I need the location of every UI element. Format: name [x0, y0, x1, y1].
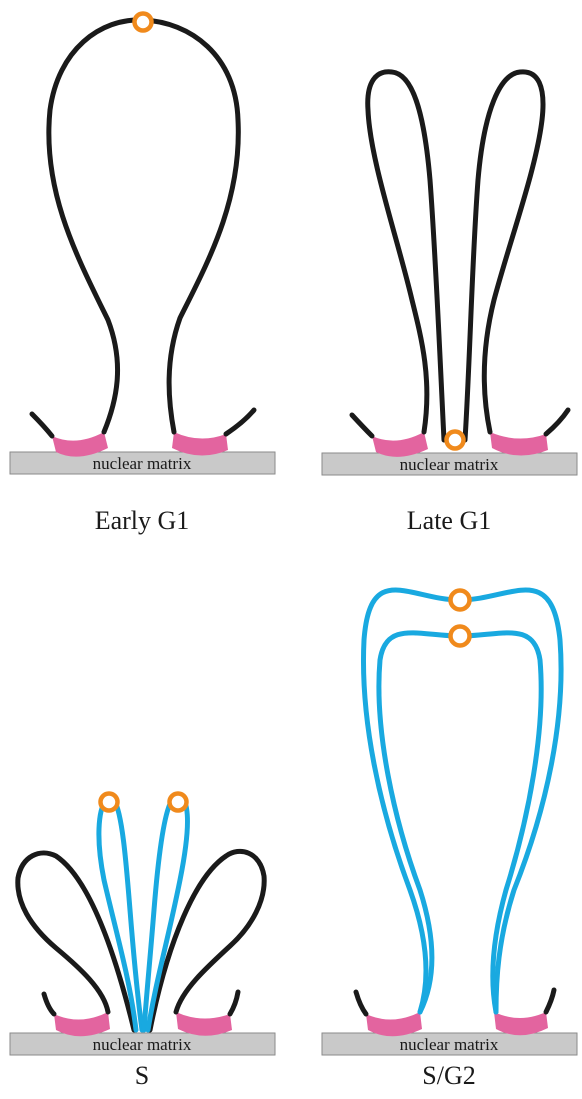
chromatin-loop	[368, 72, 444, 440]
dna-strand	[32, 414, 52, 436]
nuclear-matrix-label: nuclear matrix	[93, 454, 192, 473]
dna-strand	[226, 410, 254, 434]
replication-origin	[451, 591, 470, 610]
chromatin-loop	[49, 20, 239, 432]
nuclear-matrix-label: nuclear matrix	[400, 455, 499, 474]
replicated-loop	[379, 633, 541, 1012]
replication-origin	[451, 627, 470, 646]
panel-label: S/G2	[422, 1061, 475, 1090]
nuclear-matrix-label: nuclear matrix	[400, 1035, 499, 1054]
nuclear-matrix-label: nuclear matrix	[93, 1035, 192, 1054]
chromatin-loop	[465, 72, 543, 440]
panel-label: Early G1	[95, 506, 190, 535]
dna-strand	[230, 992, 238, 1014]
panel-s: nuclear matrix S	[10, 794, 275, 1091]
dna-strand	[44, 994, 54, 1014]
replication-origin	[135, 14, 152, 31]
replication-origin	[447, 432, 464, 449]
replication-origin	[170, 794, 187, 811]
matrix-attachment-site	[494, 1012, 548, 1035]
dna-strand	[352, 415, 372, 436]
matrix-attachment-site	[176, 1012, 232, 1036]
replicated-loop	[114, 800, 142, 1030]
panel-s-g2: nuclear matrix S/G2	[322, 590, 577, 1090]
dna-strand	[546, 410, 568, 434]
panel-label: Late G1	[407, 506, 491, 535]
dna-strand	[546, 990, 554, 1012]
dna-strand	[356, 992, 366, 1014]
panel-label: S	[135, 1061, 149, 1090]
replication-origin	[101, 794, 118, 811]
panel-early-g1: nuclear matrix Early G1	[10, 14, 275, 536]
panel-late-g1: nuclear matrix Late G1	[322, 72, 577, 535]
matrix-attachment-site	[490, 432, 548, 456]
